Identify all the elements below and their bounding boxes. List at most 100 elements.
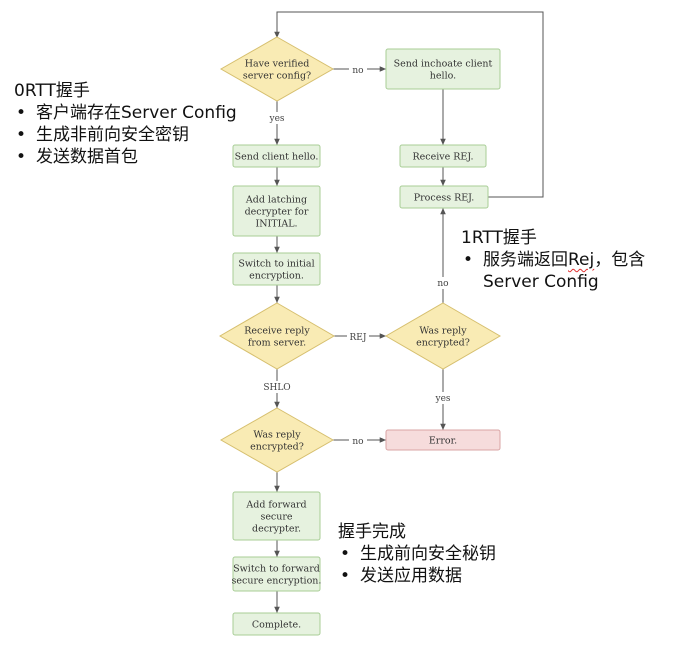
edge-label-no-2-text: no bbox=[437, 279, 448, 289]
add-latching-label: decrypter for bbox=[245, 207, 309, 218]
zero-rtt-title: 0RTT握手 bbox=[14, 81, 90, 101]
complete-label: Complete. bbox=[252, 620, 301, 631]
receive-reply-label: from server. bbox=[248, 338, 306, 349]
switch-forward-label: Switch to forward bbox=[233, 564, 320, 575]
handshake-complete-title: 握手完成 bbox=[338, 522, 406, 542]
process-rej-box: Process REJ. bbox=[399, 185, 489, 209]
edge-label-shlo-bg bbox=[263, 381, 291, 393]
bullet-icon: • bbox=[340, 566, 351, 586]
edge-label-no-1: no bbox=[349, 64, 367, 76]
receive-rej-box: Receive REJ. bbox=[399, 144, 487, 168]
edge-label-yes-2-text: yes bbox=[434, 394, 450, 404]
send-client-hello-box-shape bbox=[232, 144, 321, 168]
edge-label-no-2: no bbox=[434, 277, 452, 289]
add-latching-label: INITIAL. bbox=[255, 219, 297, 230]
send-client-hello-box: Send client hello. bbox=[232, 144, 321, 168]
edge-label-shlo: SHLO bbox=[263, 381, 291, 393]
complete-box: Complete. bbox=[232, 612, 321, 636]
was-reply-encrypted-1-decision-shape bbox=[385, 302, 501, 370]
edge-label-no-1-text: no bbox=[352, 66, 363, 76]
handshake-complete-item: •发送应用数据 bbox=[340, 566, 462, 586]
switch-forward-label: secure encryption. bbox=[232, 576, 322, 587]
add-forward-label: Add forward bbox=[245, 500, 306, 511]
edge-label-yes-2-bg bbox=[432, 392, 454, 404]
switch-forward-box-shape bbox=[232, 556, 321, 592]
one-rtt-item-continued: Server Config bbox=[483, 272, 599, 292]
handshake-complete-annotation: 握手完成 •生成前向安全秘钥 •发送应用数据 bbox=[338, 521, 496, 587]
edge-label-yes-1-text: yes bbox=[268, 114, 284, 124]
error-label: Error. bbox=[429, 436, 457, 447]
have-verified-decision-shape bbox=[219, 36, 335, 102]
bullet-icon: • bbox=[463, 250, 474, 270]
process-rej-box-shape bbox=[399, 185, 489, 209]
edge-label-yes-2: yes bbox=[432, 392, 454, 404]
process-rej-label: Process REJ. bbox=[414, 193, 475, 204]
edge-label-yes-1: yes bbox=[266, 112, 288, 124]
add-forward-label: decrypter. bbox=[252, 524, 301, 535]
spellcheck-mark: Rej bbox=[568, 250, 595, 270]
receive-reply-label: Receive reply bbox=[244, 326, 310, 337]
edge-label-no-1-bg bbox=[349, 64, 367, 76]
one-rtt-annotation: 1RTT握手 •服务端返回Rej，包含 Server Config bbox=[461, 227, 645, 293]
edge-label-no-3: no bbox=[349, 435, 367, 447]
was-reply-encrypted-1-label: encrypted? bbox=[416, 338, 470, 349]
receive-reply-decision-shape bbox=[219, 302, 335, 370]
error-box-shape bbox=[385, 429, 501, 451]
send-client-hello-label: Send client hello. bbox=[235, 152, 319, 163]
edge-label-no-2-bg bbox=[434, 277, 452, 289]
add-forward-box-shape bbox=[232, 491, 321, 541]
zero-rtt-list: •客户端存在Server Config •生成非前向安全密钥 •发送数据首包 bbox=[14, 102, 237, 168]
bullet-icon: • bbox=[16, 125, 27, 145]
was-reply-encrypted-2-decision-shape bbox=[219, 407, 335, 473]
receive-rej-label: Receive REJ. bbox=[413, 152, 474, 163]
edge-label-no-3-text: no bbox=[352, 437, 363, 447]
one-rtt-list: •服务端返回Rej，包含 Server Config bbox=[461, 249, 645, 293]
add-forward-label: secure bbox=[260, 512, 292, 523]
bullet-icon: • bbox=[16, 103, 27, 123]
edge-process-rej-to-have-verified bbox=[274, 11, 544, 198]
zero-rtt-item: •发送数据首包 bbox=[16, 147, 138, 167]
one-rtt-item: •服务端返回Rej，包含 bbox=[463, 250, 646, 270]
was-reply-encrypted-2-label: encrypted? bbox=[250, 442, 304, 453]
handshake-complete-list: •生成前向安全秘钥 •发送应用数据 bbox=[338, 543, 496, 587]
zero-rtt-item: •生成非前向安全密钥 bbox=[16, 125, 189, 145]
edge-label-rej-text: REJ bbox=[350, 333, 367, 343]
add-latching-box-shape bbox=[232, 185, 321, 237]
was-reply-encrypted-1-label: Was reply bbox=[419, 326, 467, 337]
complete-box-shape bbox=[232, 612, 321, 636]
edge-label-shlo-text: SHLO bbox=[263, 383, 290, 393]
edge-label-no-3-bg bbox=[349, 435, 367, 447]
zero-rtt-annotation: 0RTT握手 •客户端存在Server Config •生成非前向安全密钥 •发… bbox=[14, 80, 237, 168]
send-inchoate-box-shape bbox=[385, 48, 501, 90]
switch-initial-label: Switch to initial bbox=[238, 259, 314, 270]
handshake-complete-item: •生成前向安全秘钥 bbox=[340, 544, 496, 564]
bullet-icon: • bbox=[16, 147, 27, 167]
edge-label-rej-bg bbox=[347, 331, 369, 343]
error-box: Error. bbox=[385, 429, 501, 451]
edge-label-yes-1-bg bbox=[266, 112, 288, 124]
send-inchoate-label: Send inchoate client bbox=[394, 59, 493, 70]
was-reply-encrypted-2-label: Was reply bbox=[253, 430, 301, 441]
receive-rej-box-shape bbox=[399, 144, 487, 168]
switch-initial-label: encryption. bbox=[249, 271, 304, 282]
edge-label-rej: REJ bbox=[347, 331, 369, 343]
send-inchoate-label: hello. bbox=[430, 71, 456, 82]
have-verified-label: Have verified bbox=[245, 59, 310, 70]
add-latching-label: Add latching bbox=[245, 195, 307, 206]
switch-initial-box-shape bbox=[232, 252, 321, 286]
zero-rtt-item: •客户端存在Server Config bbox=[16, 103, 237, 123]
one-rtt-title: 1RTT握手 bbox=[461, 228, 537, 248]
